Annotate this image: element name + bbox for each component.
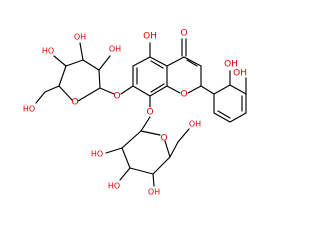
bottom-sugar-hydroxyl-label: HO xyxy=(91,150,103,159)
top-sugar-ring-oxygen-label: O xyxy=(71,98,78,108)
bond-double xyxy=(186,59,198,67)
bottom-sugar-ch2oh-label: OH xyxy=(189,120,201,129)
bond xyxy=(169,141,179,158)
bond xyxy=(213,84,231,95)
bond xyxy=(166,56,185,67)
bond xyxy=(132,56,151,67)
bond xyxy=(187,85,202,94)
hydroxyl-4prime-label: OH xyxy=(233,69,247,79)
top-sugar-ch2oh-label: HO xyxy=(23,105,35,114)
bond xyxy=(183,56,202,67)
bond xyxy=(166,85,181,94)
bond xyxy=(77,87,101,102)
bond xyxy=(229,84,247,95)
bond xyxy=(58,65,67,87)
bond xyxy=(229,112,247,123)
bond xyxy=(152,156,171,175)
carbonyl-oxygen-label: O xyxy=(180,29,187,39)
top-sugar-hydroxyl-label: HO xyxy=(42,47,54,56)
bond-double xyxy=(150,60,164,69)
bond xyxy=(149,56,168,67)
bond xyxy=(213,112,231,123)
hydroxyl-5-label: OH xyxy=(143,32,157,42)
bond xyxy=(149,85,168,97)
bottom-glucose-bonds xyxy=(105,116,190,187)
bond xyxy=(164,140,171,158)
bond xyxy=(129,167,154,175)
bond xyxy=(119,167,131,181)
top-sugar-hydroxyl-label: OH xyxy=(74,33,86,42)
bond xyxy=(140,116,151,132)
bond xyxy=(200,85,215,95)
bond xyxy=(58,85,73,101)
bond xyxy=(105,147,123,154)
bond xyxy=(99,87,115,95)
bond xyxy=(120,85,134,95)
molecule-diagram: O O OH OH OH O O O HO OH OH HO O HO HO O… xyxy=(23,29,247,197)
bond xyxy=(152,173,155,187)
flavone-core-bonds xyxy=(120,38,247,123)
pyran-oxygen-label: O xyxy=(180,90,187,100)
glycosidic-oxygen-8-label: O xyxy=(146,108,153,118)
top-sugar-hydroxyl-label: OH xyxy=(109,45,121,54)
bond xyxy=(65,59,84,67)
bond-double xyxy=(150,83,165,93)
bottom-sugar-hydroxyl-label: HO xyxy=(108,182,120,191)
hydroxyl-3prime-label: OH xyxy=(224,60,238,70)
bond xyxy=(98,55,111,71)
bond xyxy=(79,42,84,61)
bottom-sugar-ring-oxygen-label: O xyxy=(160,134,167,144)
bond xyxy=(98,69,101,89)
molecule-structure: O O OH OH OH O O O HO OH OH HO O HO HO O… xyxy=(23,29,247,197)
bond xyxy=(35,91,46,104)
bond xyxy=(82,59,100,71)
atom-labels: O O OH OH OH O O O HO OH OH HO O HO HO O… xyxy=(23,29,247,197)
bond xyxy=(121,130,142,149)
top-glucose-bonds xyxy=(35,42,115,104)
bond xyxy=(44,85,60,93)
bottom-sugar-hydroxyl-label: OH xyxy=(148,188,160,197)
bond xyxy=(140,130,161,136)
bond xyxy=(177,128,190,143)
bond xyxy=(121,147,131,169)
glycosidic-oxygen-7-label: O xyxy=(113,92,120,102)
bond xyxy=(132,85,151,97)
bond-double xyxy=(217,110,231,119)
bond xyxy=(53,55,67,67)
